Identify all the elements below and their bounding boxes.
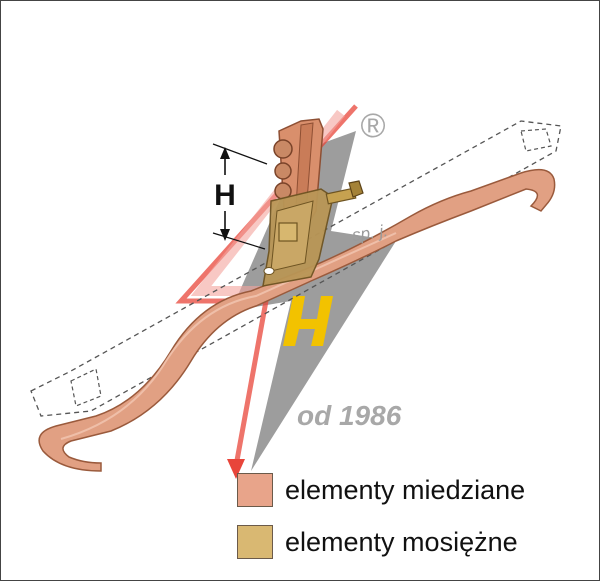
copper-bar-highlight (60, 232, 397, 440)
brass-bracket-hole (263, 267, 275, 275)
dimension-arrow-top (220, 147, 230, 159)
logo-red-arrowhead (227, 459, 245, 479)
legend-label-copper: elementy miedziane (285, 475, 526, 505)
founded-year: od 1986 (297, 400, 402, 431)
dimension-label-bg (210, 175, 240, 211)
dashed-alternate-bar-inner (70, 128, 552, 407)
logo-gray-bolt (231, 131, 396, 471)
dimension-ext-bottom (212, 232, 266, 250)
logo-yellow-h (283, 296, 333, 346)
company-suffix: sp. j. (351, 221, 389, 245)
dimension-arrow-bottom (220, 229, 230, 241)
legend-label-brass: elementy mosiężne (285, 527, 518, 557)
brass-nut (348, 180, 364, 198)
dimension-ext-top (212, 143, 268, 165)
legend-item-copper: elementy miedziane (237, 473, 587, 509)
brass-swatch (237, 525, 273, 559)
copper-bar (38, 168, 556, 472)
dashed-alternate-bar (30, 120, 562, 417)
dimension-label: H (214, 179, 236, 212)
registered-mark: ® (360, 107, 385, 145)
clamp-bolt-top (273, 139, 293, 159)
brass-square-nut (278, 222, 298, 242)
copper-swatch (237, 473, 273, 507)
legend-item-brass: elementy mosiężne (237, 525, 587, 561)
clamp-bolt-middle (274, 162, 292, 180)
